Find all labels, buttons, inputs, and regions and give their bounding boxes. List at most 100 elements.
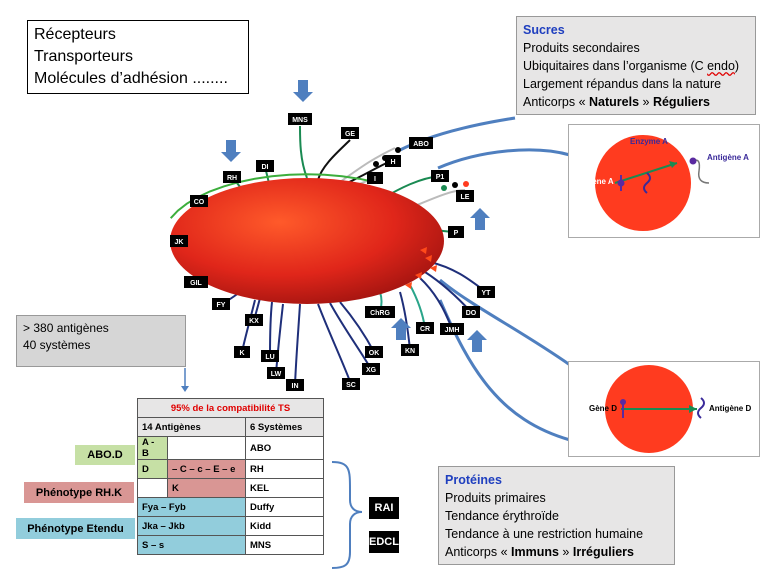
table-row: K KEL — [137, 478, 324, 498]
functions-line-1: Récepteurs — [34, 26, 116, 43]
svg-text:JMH: JMH — [445, 327, 460, 334]
antigen-label-yt: YT — [477, 286, 495, 298]
inset-antigen-d-label: Antigène D — [709, 404, 752, 413]
antigen-label-co: CO — [190, 195, 208, 207]
antigen-count-box: > 380 antigènes 40 systèmes — [16, 315, 186, 367]
table-header-antigens: 14 Antigènes — [137, 417, 246, 437]
antigen-label-ge: GE — [341, 127, 359, 139]
svg-text:FY: FY — [217, 302, 226, 309]
antigen-label-gil: GIL — [184, 276, 208, 288]
antigen-label-jk: JK — [170, 235, 188, 247]
inset-gene-a-label: Gène A — [586, 177, 614, 186]
table-row: D – C – c – E – e RH — [137, 459, 324, 479]
antigen-label-lu: LU — [261, 350, 279, 362]
strand-abo — [339, 147, 396, 183]
proteins-title: Protéines — [445, 473, 502, 487]
antigen-label-do: DO — [462, 306, 480, 318]
abo-d-label: ABO.D — [75, 445, 135, 465]
compatibility-table: 95% de la compatibilité TS 14 Antigènes … — [137, 398, 324, 555]
inset-gene-d-label: Gène D — [589, 404, 618, 413]
functions-line-3: Molécules d’adhésion ........ — [34, 70, 228, 87]
antigen-label-ok: OK — [365, 346, 383, 358]
strand-sc — [317, 303, 352, 385]
functions-line-2: Transporteurs — [34, 48, 133, 65]
antigen-label-sc: SC — [342, 378, 360, 390]
rai-label: RAI — [369, 497, 399, 519]
proteins-line-2: Tendance érythroïde — [445, 509, 559, 523]
arrow-icon — [391, 318, 411, 340]
proteins-box: Protéines Produits primaires Tendance ér… — [438, 466, 675, 565]
strand-ge — [317, 139, 351, 181]
antigen-label-cr: CR — [416, 322, 434, 334]
table-row: Fya – Fyb Duffy — [137, 497, 324, 517]
svg-text:P1: P1 — [436, 174, 445, 181]
edcl-label: EDCL — [369, 531, 399, 553]
proteins-line-1: Produits primaires — [445, 491, 546, 505]
svg-text:ABO: ABO — [413, 141, 429, 148]
svg-text:CO: CO — [194, 199, 205, 206]
svg-text:OK: OK — [369, 350, 380, 357]
sugars-line-4: Anticorps « Naturels » Réguliers — [523, 95, 710, 109]
antigen-label-rh: RH — [223, 171, 241, 183]
svg-text:LW: LW — [271, 371, 282, 378]
antigen-label-xg: XG — [362, 363, 380, 375]
antigen-count-line-2: 40 systèmes — [23, 338, 91, 352]
arrow-icon — [467, 330, 487, 352]
svg-text:SC: SC — [346, 382, 356, 389]
table-title: 95% de la compatibilité TS — [137, 398, 324, 418]
antigen-label-p: P — [448, 226, 464, 238]
rh-k-phenotype-label: Phénotype RH.K — [24, 482, 134, 503]
arrow-icon — [293, 80, 313, 102]
sugars-line-1: Produits secondaires — [523, 41, 640, 55]
antigen-label-p1: P1 — [431, 170, 449, 182]
svg-text:DO: DO — [466, 310, 477, 317]
svg-text:KN: KN — [405, 348, 415, 355]
antigen-label-i: I — [367, 172, 383, 184]
inset-protein-antigen: Gène D Antigène D — [568, 361, 760, 457]
sugars-line-2: Ubiquitaires dans l’organisme (C endo) — [523, 59, 740, 73]
svg-text:IN: IN — [292, 383, 299, 390]
antigen-label-k: K — [234, 346, 250, 358]
sugars-line-3: Largement répandus dans la nature — [523, 77, 722, 91]
svg-text:GE: GE — [345, 131, 355, 138]
svg-text:LE: LE — [461, 194, 470, 201]
antigen-label-di: DI — [256, 160, 274, 172]
svg-text:MNS: MNS — [292, 117, 308, 124]
svg-text:P: P — [454, 230, 459, 237]
table-row: S – s MNS — [137, 535, 324, 555]
inset-enzyme-label: Enzyme A — [630, 137, 668, 146]
svg-text:XG: XG — [366, 367, 377, 374]
svg-text:YT: YT — [482, 290, 492, 297]
svg-text:LU: LU — [265, 354, 274, 361]
table-row: Jka – Jkb Kidd — [137, 516, 324, 536]
functions-box: Récepteurs Transporteurs Molécules d’adh… — [27, 20, 249, 94]
table-header-systems: 6 Systèmes — [245, 417, 324, 437]
arrow-icon — [221, 140, 241, 162]
strand-lw — [275, 303, 284, 374]
svg-text:JK: JK — [175, 239, 184, 246]
antigen-label-h: H — [385, 155, 401, 167]
svg-text:K: K — [239, 350, 244, 357]
strand-cr — [409, 284, 426, 329]
proteins-line-3: Tendance à une restriction humaine — [445, 527, 644, 541]
svg-text:KX: KX — [249, 318, 259, 325]
strand-in — [294, 303, 301, 386]
antigen-label-abo: ABO — [409, 137, 433, 149]
antigen-label-mns: MNS — [288, 113, 312, 125]
svg-text:GIL: GIL — [190, 280, 202, 287]
antigen-label-kn: KN — [401, 344, 419, 356]
svg-text:I: I — [374, 176, 376, 183]
antigen-count-line-1: > 380 antigènes — [23, 321, 109, 335]
svg-text:H: H — [390, 159, 395, 166]
inset-sugar-antigen: Enzyme A Antigène A Gène A — [568, 124, 760, 238]
antigen-label-kx: KX — [245, 314, 263, 326]
extended-phenotype-label: Phénotype Etendu — [16, 518, 135, 539]
callout-line-bottom — [439, 278, 571, 367]
svg-text:RH: RH — [227, 175, 237, 182]
brace — [331, 461, 363, 569]
antigen-label-le: LE — [456, 190, 474, 202]
arrow-icon — [470, 208, 490, 230]
svg-text:DI: DI — [262, 164, 269, 171]
